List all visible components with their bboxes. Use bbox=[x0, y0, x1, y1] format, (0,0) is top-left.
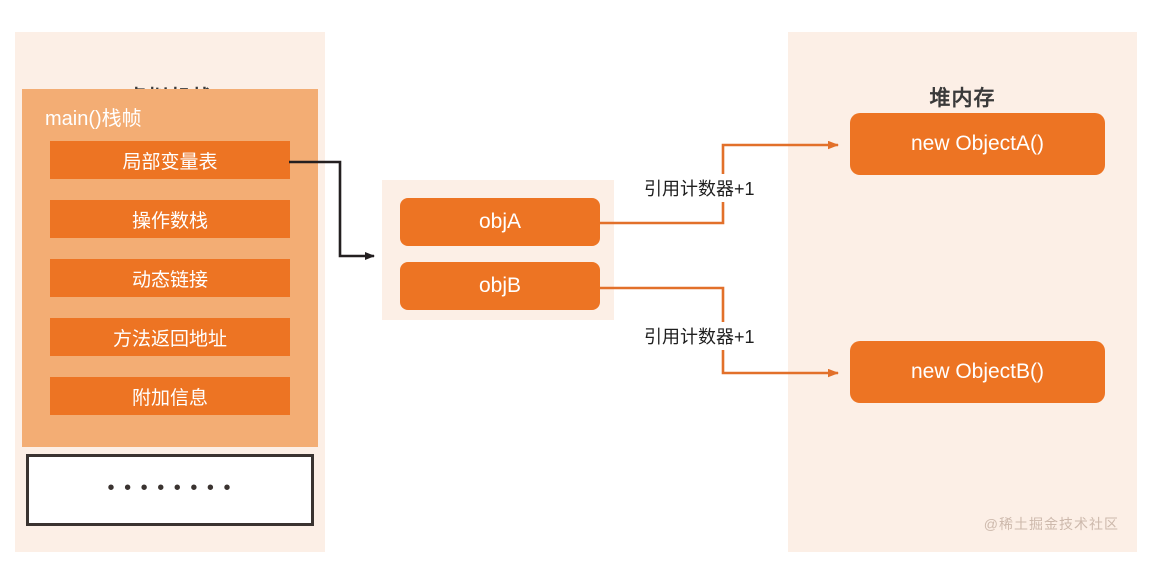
heap-object-b: new ObjectB() bbox=[850, 341, 1105, 403]
frame-slot-dynamic-link: 动态链接 bbox=[50, 259, 290, 297]
main-stack-frame: main()栈帧 局部变量表 操作数栈 动态链接 方法返回地址 附加信息 bbox=[22, 89, 318, 447]
stack-ellipsis-box: • • • • • • • • bbox=[26, 454, 314, 526]
reference-variables-panel: objA objB bbox=[382, 180, 614, 320]
vm-stack-panel: 虚拟机栈 main()栈帧 局部变量表 操作数栈 动态链接 方法返回地址 附加信… bbox=[15, 32, 325, 552]
frame-slot-return-address: 方法返回地址 bbox=[50, 318, 290, 356]
heap-memory-panel: 堆内存 new ObjectA() new ObjectB() @稀土掘金技术社… bbox=[788, 32, 1137, 552]
heap-object-a: new ObjectA() bbox=[850, 113, 1105, 175]
edge-label-ref-count-a: 引用计数器+1 bbox=[641, 174, 758, 202]
frame-slot-additional-info: 附加信息 bbox=[50, 377, 290, 415]
heap-title: 堆内存 bbox=[929, 87, 996, 110]
frame-slot-operand-stack: 操作数栈 bbox=[50, 200, 290, 238]
frame-slot-local-variable-table: 局部变量表 bbox=[50, 141, 290, 179]
stack-frame-label: main()栈帧 bbox=[45, 108, 142, 130]
reference-box-objB: objB bbox=[400, 262, 600, 310]
watermark: @稀土掘金技术社区 bbox=[983, 516, 1119, 532]
ellipsis-dots: • • • • • • • • bbox=[107, 477, 233, 499]
reference-box-objA: objA bbox=[400, 198, 600, 246]
edge-label-ref-count-b: 引用计数器+1 bbox=[641, 322, 758, 350]
